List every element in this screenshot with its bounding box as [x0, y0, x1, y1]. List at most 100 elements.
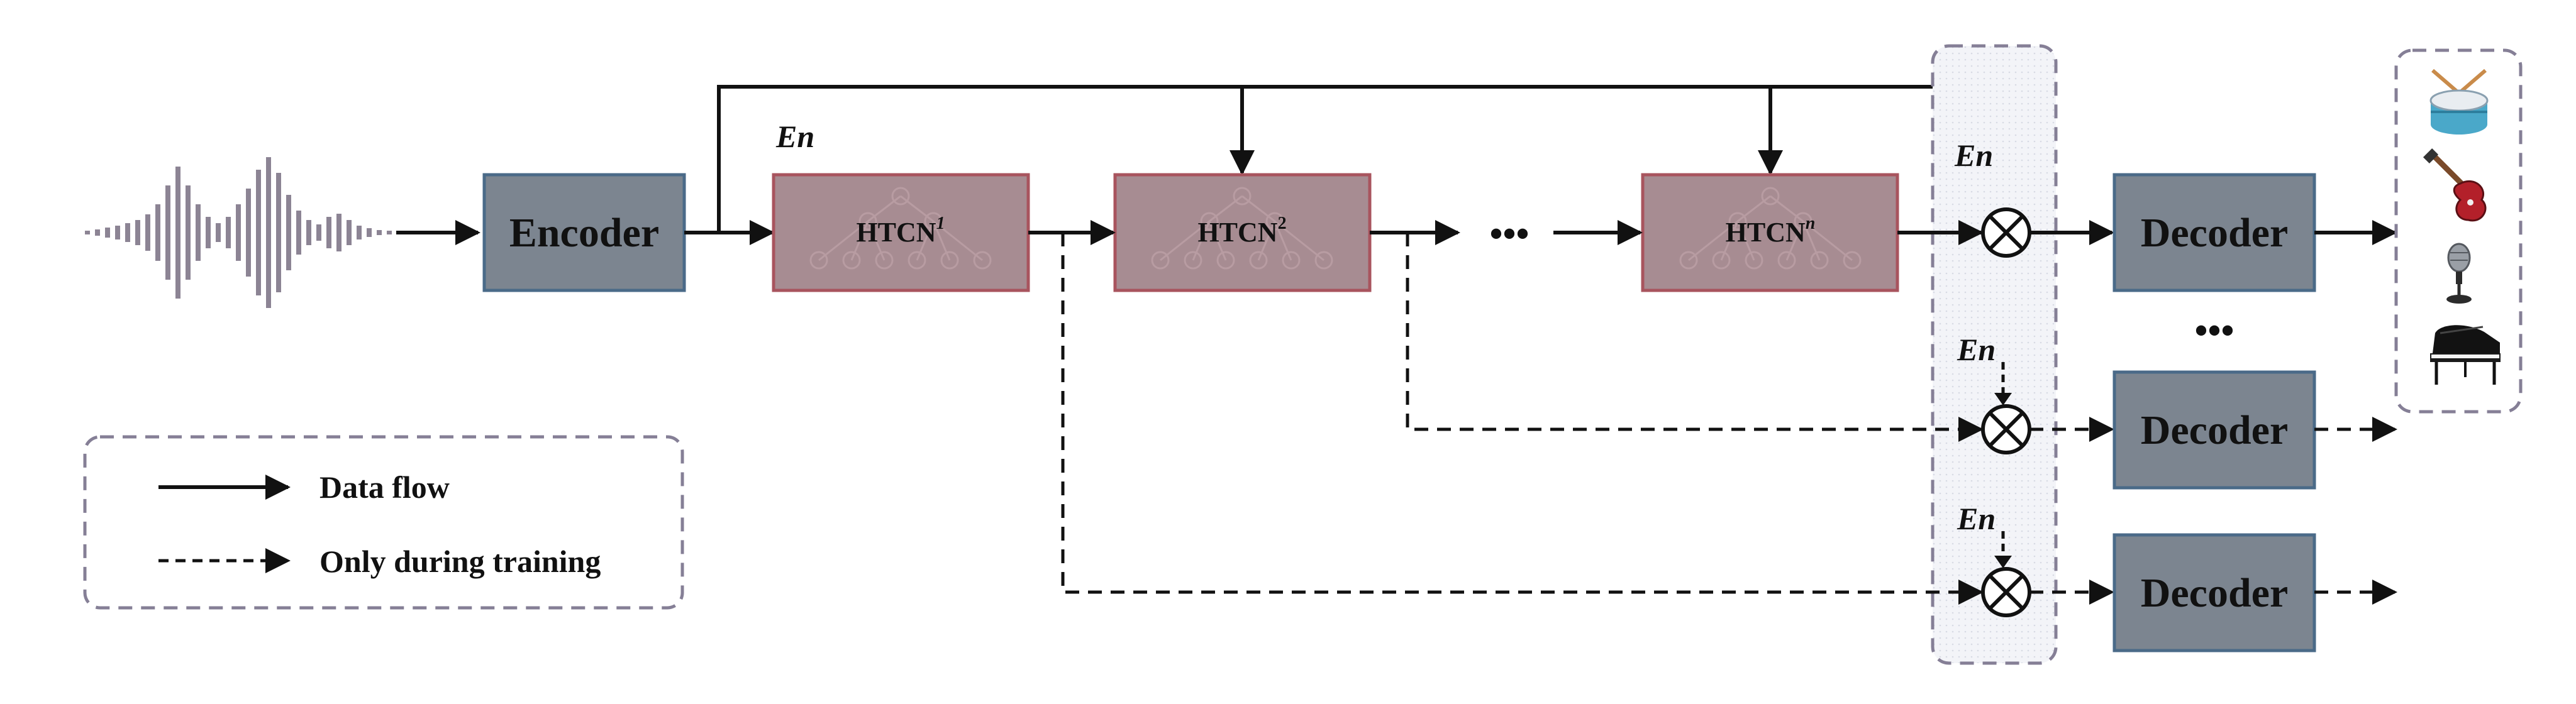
tree-node: [1761, 187, 1780, 206]
multiply-node-1: [1981, 207, 2031, 258]
tree-node: [1712, 251, 1731, 270]
waveform-bar: [95, 229, 100, 236]
tree-node: [940, 251, 959, 270]
tree-node: [1810, 251, 1829, 270]
tree-node: [1233, 187, 1252, 206]
tree-node: [1794, 212, 1813, 231]
tree-edge: [818, 220, 869, 261]
tree-node: [973, 251, 992, 270]
tree-edge: [1770, 195, 1804, 223]
legend-box: [83, 435, 684, 610]
tree-node: [1200, 212, 1219, 231]
tree-edge: [1192, 221, 1211, 261]
tree-edge: [1257, 221, 1276, 261]
tree-node: [891, 187, 910, 206]
tree-edge: [850, 221, 869, 261]
waveform-bar: [125, 223, 130, 242]
decoder-ellipsis: •••: [2194, 310, 2234, 351]
waveform-bar: [286, 195, 291, 270]
en-label-mult1: En: [1954, 138, 1993, 173]
tree-edge: [867, 221, 886, 261]
waveform-bar: [256, 170, 261, 295]
en-to-mult3-arrowhead: [1994, 556, 2012, 568]
tree-node: [875, 251, 894, 270]
waveform-bar: [246, 189, 251, 277]
waveform-bar: [316, 224, 321, 241]
tree-2: [1151, 187, 1333, 270]
tree-edge: [1241, 195, 1275, 223]
htcn-label-1: HTCN1: [856, 214, 945, 248]
grand-piano-icon: [2430, 325, 2501, 385]
multiply-node-3: [1981, 567, 2031, 617]
waveform-bar: [85, 231, 90, 234]
tree-node: [842, 251, 861, 270]
tree-edge: [900, 195, 934, 223]
tree-n: [1679, 187, 1862, 270]
tree-edge: [1802, 221, 1821, 261]
waveform-bar: [165, 185, 170, 280]
waveform-bar: [336, 214, 341, 251]
waveform-bar: [226, 217, 231, 248]
tree-node: [1265, 212, 1284, 231]
waveform-bar: [306, 220, 311, 245]
waveform-bar: [357, 226, 362, 239]
tree-edge: [916, 221, 935, 261]
outputs-group-box: [2394, 48, 2523, 414]
en-to-mult2-arrowhead: [1994, 393, 2012, 405]
drum-icon: [2429, 69, 2489, 135]
tree-edge: [1802, 220, 1853, 261]
waveform-bar: [175, 167, 180, 299]
tree-node: [1282, 251, 1301, 270]
waveform-bar: [387, 231, 392, 234]
tree-node: [809, 251, 828, 270]
tree-edge: [1720, 221, 1739, 261]
waveform-bar: [186, 185, 191, 280]
tree-1: [809, 187, 992, 270]
waveform-bar: [216, 223, 221, 242]
tree-node: [1151, 251, 1170, 270]
tree-node: [1745, 251, 1763, 270]
htcn-label-2: HTCN2: [1197, 214, 1286, 248]
tree-node: [1249, 251, 1268, 270]
legend-dashed-label: Only during training: [319, 544, 601, 579]
tree-node: [924, 212, 943, 231]
waveform-bar: [347, 220, 352, 245]
tree-node: [1314, 251, 1333, 270]
decoder-block-3: Decoder: [2112, 533, 2316, 652]
decoder-label-1: Decoder: [2141, 210, 2289, 256]
tree-edge: [1736, 221, 1755, 261]
htcn1-training-path: [1061, 233, 1984, 605]
tree-node: [858, 212, 877, 231]
waveform-bar: [236, 204, 241, 261]
waveform-bar: [326, 217, 331, 248]
en-label-mult3: En: [1957, 501, 1996, 536]
en-label-mult2: En: [1957, 332, 1996, 367]
tree-edge: [1274, 220, 1324, 261]
tree-edge: [1209, 195, 1243, 223]
tree-edge: [1208, 221, 1227, 261]
waveform-bar: [135, 220, 140, 245]
tree-edge: [867, 195, 901, 223]
waveform-bar: [105, 228, 110, 238]
waveform-bar: [115, 226, 120, 239]
waveform-bar: [145, 214, 150, 251]
tree-edge: [933, 220, 983, 261]
waveform-bar: [296, 211, 301, 255]
tree-node: [1777, 251, 1796, 270]
tree-edge: [1737, 195, 1771, 223]
tree-node: [1728, 212, 1747, 231]
tree-node: [1184, 251, 1202, 270]
decoder-block-2: Decoder: [2112, 370, 2316, 490]
decoder-block-1: Decoder: [2112, 173, 2316, 292]
tree-edge: [932, 221, 951, 261]
htcn-block-1: HTCN1: [772, 173, 1030, 292]
encoder-block: Encoder: [482, 173, 686, 292]
waveform-bar: [367, 228, 372, 237]
waveform-bar: [206, 217, 211, 248]
multiply-node-2: [1981, 404, 2031, 454]
tree-edge: [1688, 220, 1738, 261]
legend-solid-label: Data flow: [319, 470, 450, 505]
waveform-bar: [377, 230, 382, 235]
tree-node: [1679, 251, 1698, 270]
